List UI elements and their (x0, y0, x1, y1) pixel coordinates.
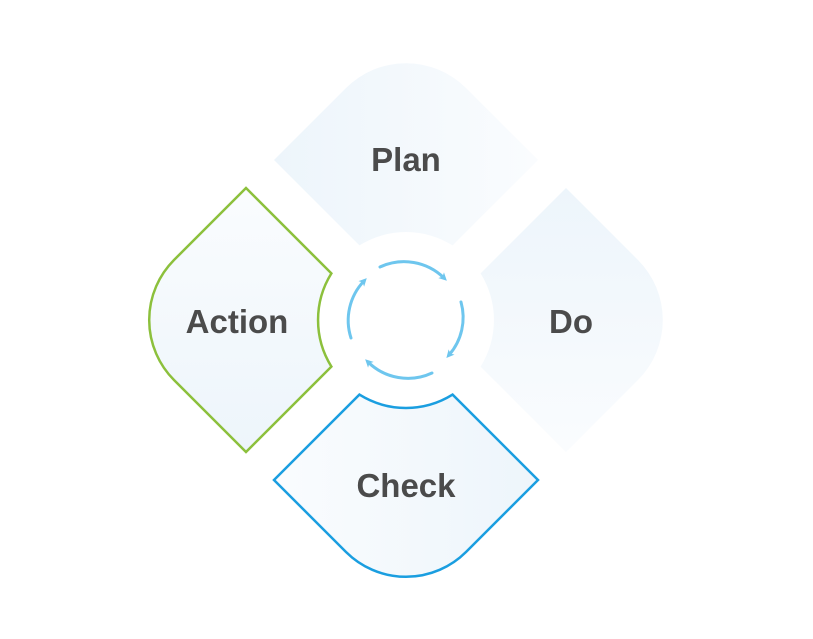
stage-action (147, 186, 333, 454)
cycle-arrows-icon (346, 260, 465, 380)
stage-label-check: Check (356, 467, 456, 504)
stage-label-plan: Plan (371, 141, 441, 178)
stage-label-action: Action (186, 303, 289, 340)
stage-check (272, 393, 540, 579)
stage-label-do: Do (549, 303, 593, 340)
stage-plan (272, 61, 540, 247)
stage-do (479, 186, 665, 454)
